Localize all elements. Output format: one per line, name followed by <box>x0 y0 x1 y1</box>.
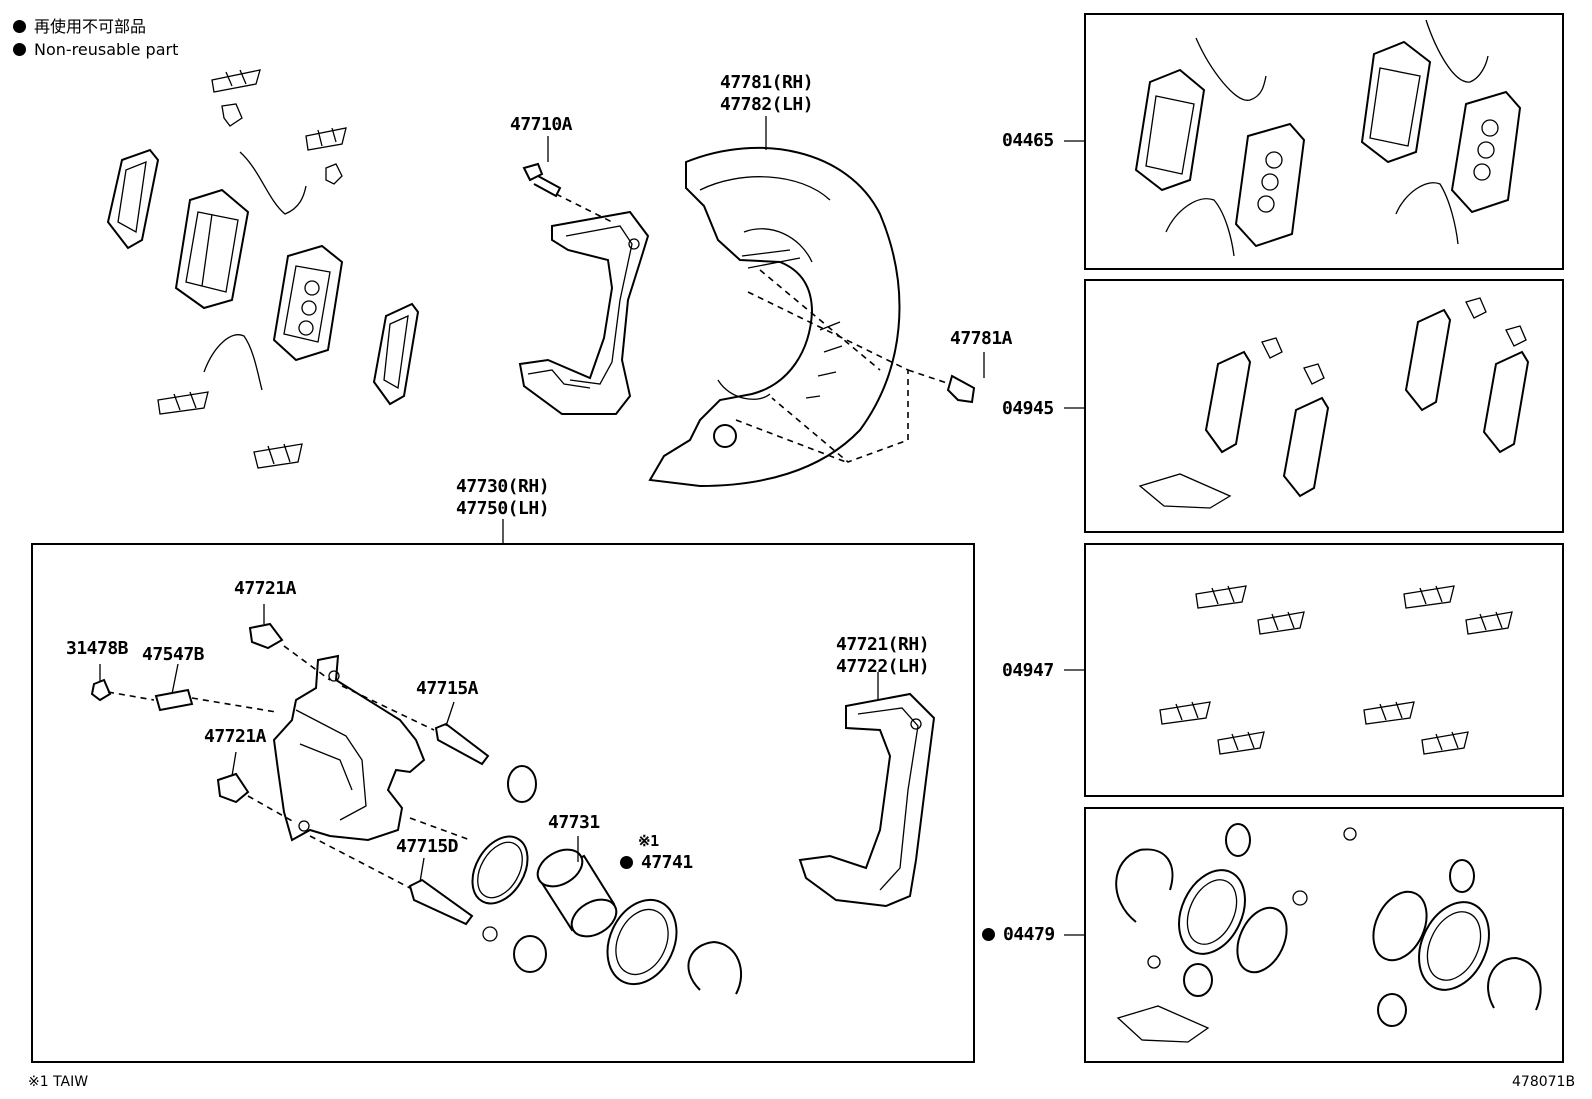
non-reusable-dot-icon <box>620 856 633 869</box>
diagram-id: 478071B <box>1512 1074 1576 1090</box>
kit-04479-drawing <box>1115 823 1542 1043</box>
legend-en-text: Non-reusable part <box>34 40 179 59</box>
label-47721A-top[interactable]: 47721A <box>234 578 297 599</box>
label-04945[interactable]: 04945 <box>1002 398 1054 419</box>
label-47781A[interactable]: 47781A <box>950 328 1013 349</box>
caliper-bracket-drawing <box>518 162 650 415</box>
kit-box-04947 <box>1084 543 1564 797</box>
kit-04947-drawing <box>1159 585 1513 755</box>
non-reusable-dot-icon <box>13 20 26 33</box>
label-04947[interactable]: 04947 <box>1002 660 1054 681</box>
label-47741-text: 47741 <box>641 852 693 873</box>
label-47750-lh[interactable]: 47750(LH) <box>456 498 550 519</box>
kit-box-04479 <box>1084 807 1564 1063</box>
kit-box-04945 <box>1084 279 1564 533</box>
non-reusable-dot-icon <box>13 43 26 56</box>
footnote: ※1 TAIW <box>28 1074 89 1090</box>
legend-en: Non-reusable part <box>13 40 178 59</box>
note-mark: ※1 <box>638 832 659 850</box>
dust-shield-drawing <box>648 146 976 488</box>
label-47741[interactable]: 47741 <box>620 852 693 874</box>
label-47715D[interactable]: 47715D <box>396 836 459 857</box>
legend-jp: 再使用不可部品 <box>13 13 146 37</box>
kit-04945-drawing <box>1138 297 1530 509</box>
label-47721-rh[interactable]: 47721(RH) <box>836 634 930 655</box>
label-47781-rh[interactable]: 47781(RH) <box>720 72 814 93</box>
label-47547B[interactable]: 47547B <box>142 644 205 665</box>
non-reusable-dot-icon <box>982 928 995 941</box>
label-04479-text: 04479 <box>1003 924 1055 945</box>
label-47722-lh[interactable]: 47722(LH) <box>836 656 930 677</box>
caliper-body-drawing <box>90 622 742 995</box>
label-04479[interactable]: 04479 <box>982 924 1055 946</box>
caliper-assembly-frame <box>31 543 975 1063</box>
label-47731[interactable]: 47731 <box>548 812 600 833</box>
kit-04465-drawing <box>1134 19 1522 257</box>
label-47721A-mid[interactable]: 47721A <box>204 726 267 747</box>
label-04465[interactable]: 04465 <box>1002 130 1054 151</box>
label-47710A[interactable]: 47710A <box>510 114 573 135</box>
label-47730-rh[interactable]: 47730(RH) <box>456 476 550 497</box>
legend-jp-text: 再使用不可部品 <box>34 17 147 36</box>
label-47715A[interactable]: 47715A <box>416 678 479 699</box>
label-47782-lh[interactable]: 47782(LH) <box>720 94 814 115</box>
caliper-bracket-drawing-2 <box>798 692 936 908</box>
label-31478B[interactable]: 31478B <box>66 638 129 659</box>
brake-pad-set-drawing <box>106 69 420 469</box>
